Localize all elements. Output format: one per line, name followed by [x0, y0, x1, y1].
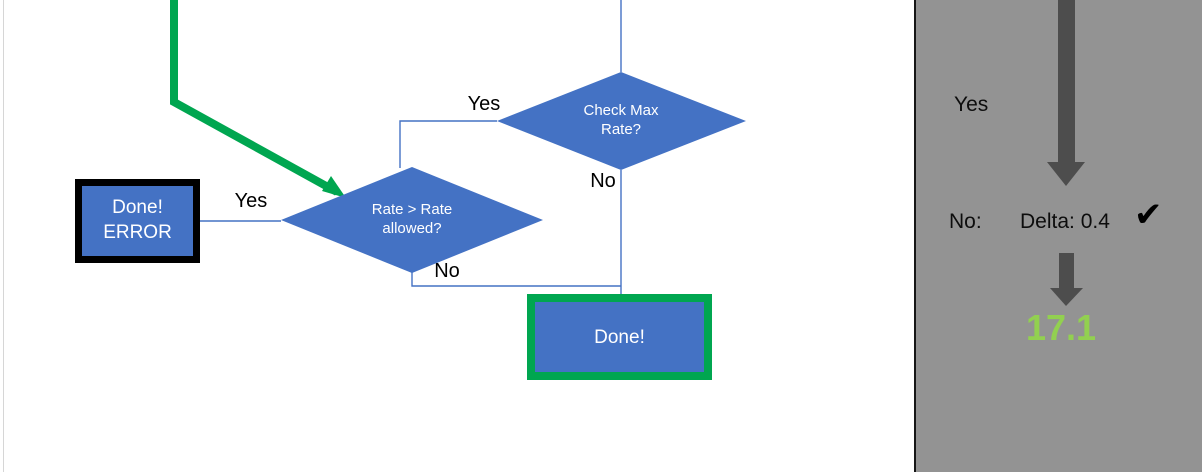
slide-left-rule: [3, 0, 4, 472]
green-highlight-arrowhead: [322, 176, 346, 198]
panel-result-value: 17.1: [1026, 307, 1097, 348]
decision-rate-gt-rate-allowed: [281, 167, 543, 273]
connector-rate-no: [411, 272, 621, 287]
status-panel: Yes No: Delta: 0.4 ✔ 17.1: [914, 0, 1202, 472]
check-icon: ✔: [1134, 196, 1163, 234]
panel-no-label: No:: [949, 210, 982, 233]
edge-label-no-rate: No: [434, 260, 460, 282]
panel-arrows: [1047, 0, 1085, 306]
green-highlight-arrow-line: [170, 0, 339, 196]
panel-arrow-short: [1050, 253, 1083, 306]
connector-checkmax-yes: [399, 120, 497, 168]
edge-label-yes-done-error: Yes: [234, 190, 268, 212]
edge-label-yes-check-max: Yes: [467, 93, 501, 115]
panel-arrow-long: [1047, 0, 1085, 186]
flowchart-graphics: [75, 0, 746, 380]
decision-check-max-rate: [497, 72, 746, 170]
panel-yes-label: Yes: [954, 93, 989, 116]
process-done-error-fill: [82, 186, 193, 256]
process-done-ok-fill: [535, 302, 704, 372]
edge-label-no-check-max: No: [590, 170, 616, 192]
panel-delta-label: Delta: 0.4: [1020, 210, 1110, 233]
